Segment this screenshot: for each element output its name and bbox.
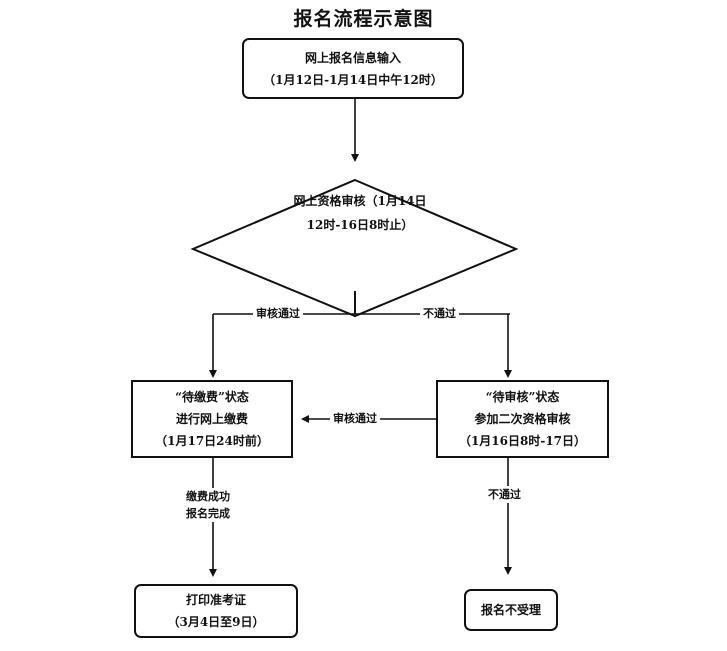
diagram-title: 报名流程示意图 xyxy=(293,8,434,30)
edge-label-line: 报名完成 xyxy=(186,507,230,520)
node-text: （1月16日8时-17日） xyxy=(458,434,587,448)
edge-label-line: 缴费成功 xyxy=(186,490,230,503)
node-text: 参加二次资格审核 xyxy=(474,412,571,426)
edge-label-second-review-fail: 不通过 xyxy=(485,486,524,503)
node-online-review: 网上资格审核（1月14日 12时-16日8时止） xyxy=(240,189,480,237)
node-text: 打印准考证 xyxy=(185,593,246,607)
node-text: 网上资格审核（1月14日 xyxy=(293,194,427,208)
node-print-ticket: 打印准考证 （3月4日至9日） xyxy=(134,584,298,638)
node-text: 12时-16日8时止） xyxy=(306,218,414,232)
node-info-input: 网上报名信息输入 （1月12日-1月14日中午12时） xyxy=(242,38,464,99)
edge-label-review-fail: 不通过 xyxy=(420,305,459,322)
edge-label-payment-done: 缴费成功 报名完成 xyxy=(183,488,233,522)
edge-label-review-pass: 审核通过 xyxy=(253,305,303,322)
node-pending-review: “待审核”状态 参加二次资格审核 （1月16日8时-17日） xyxy=(436,380,609,458)
edge-label-second-review-pass: 审核通过 xyxy=(330,410,380,427)
node-text: 网上报名信息输入 xyxy=(304,50,401,65)
node-text: （1月12日-1月14日中午12时） xyxy=(263,72,443,87)
node-text: “待审核”状态 xyxy=(485,390,560,404)
node-pending-payment: “待缴费”状态 进行网上缴费 （1月17日24时前） xyxy=(131,380,293,458)
node-text: “待缴费”状态 xyxy=(175,390,249,404)
review-diamond xyxy=(190,178,519,318)
node-rejected: 报名不受理 xyxy=(464,589,558,631)
node-text: 进行网上缴费 xyxy=(175,412,248,426)
node-text: （3月4日至9日） xyxy=(167,615,265,629)
node-text: 报名不受理 xyxy=(480,603,541,617)
node-text: （1月17日24时前） xyxy=(155,434,269,448)
